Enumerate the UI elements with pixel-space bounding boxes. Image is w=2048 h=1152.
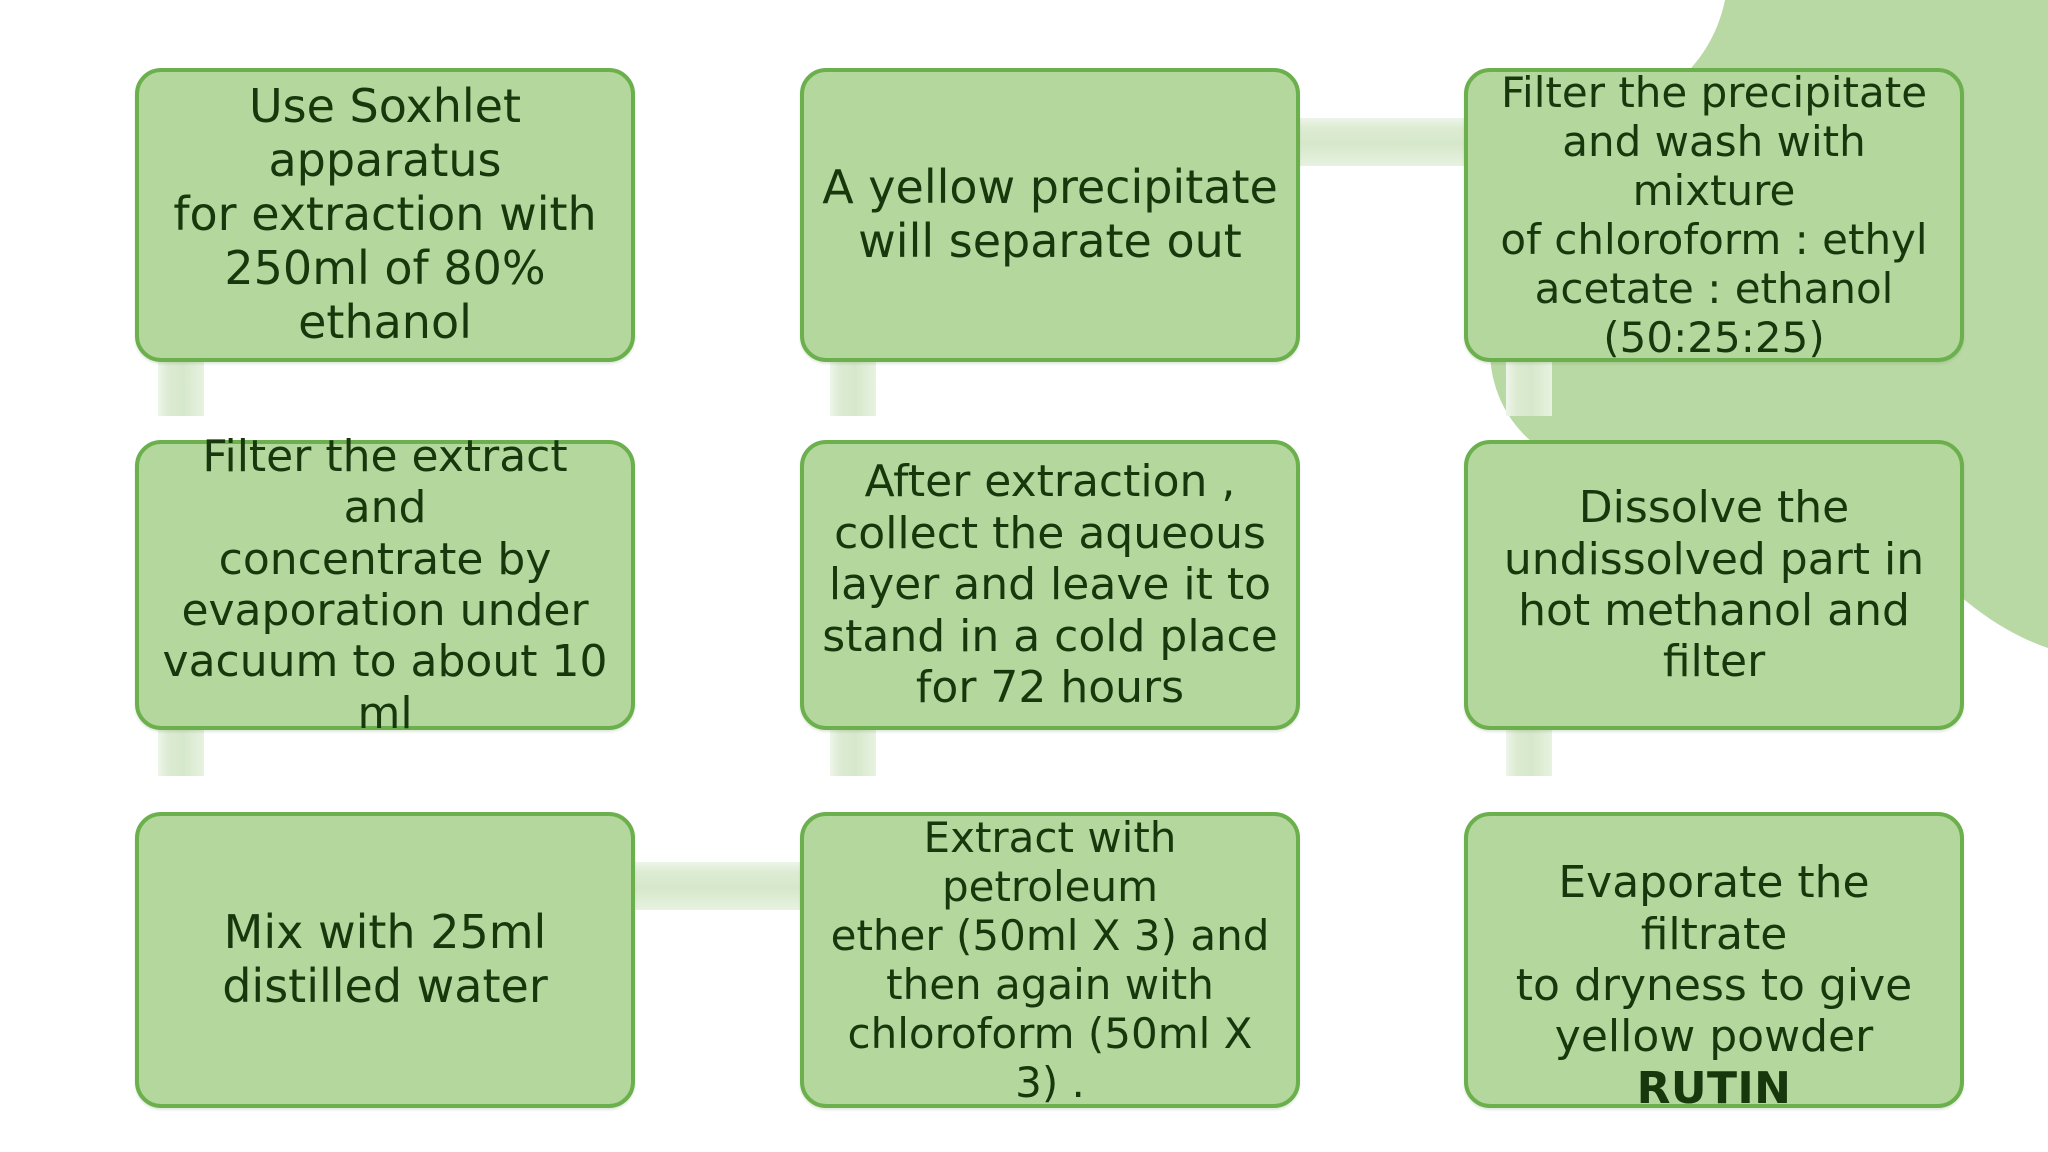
flow-node-dissolve-hot-methanol[interactable]: Dissolve the undissolved part in hot met… [1464,440,1964,730]
flow-node-product-name: RUTIN [1636,1062,1792,1114]
flow-node-after-extraction-aqueous-layer[interactable]: After extraction , collect the aqueous l… [800,440,1300,730]
flow-node-extract-petroleum-ether[interactable]: Extract with petroleum ether (50ml X 3) … [800,812,1300,1108]
flow-node-text: Use Soxhlet apparatus for extraction wit… [173,79,597,349]
flow-node-filter-precipitate-wash[interactable]: Filter the precipitate and wash with mix… [1464,68,1964,362]
flow-node-text: Filter the precipitate and wash with mix… [1500,67,1928,363]
flow-node-filter-and-concentrate[interactable]: Filter the extract and concentrate by ev… [135,431,635,739]
flow-node-yellow-precipitate[interactable]: A yellow precipitate will separate out [800,68,1300,362]
flow-node-text: After extraction , collect the aqueous l… [822,456,1278,714]
connector-n5-n6 [830,354,876,416]
flow-node-mix-distilled-water[interactable]: Mix with 25ml distilled water [135,812,635,1108]
flow-node-text: Mix with 25ml distilled water [222,905,548,1013]
flow-node-text: A yellow precipitate will separate out [822,160,1278,268]
connector-n3-n4 [622,862,812,910]
connector-n7-n8 [1506,354,1552,416]
flow-node-use-soxhlet-apparatus[interactable]: Use Soxhlet apparatus for extraction wit… [135,68,635,362]
flow-node-text: Extract with petroleum ether (50ml X 3) … [830,812,1270,1108]
flow-node-evaporate-filtrate-rutin[interactable]: Evaporate the filtrate to dryness to giv… [1464,812,1964,1114]
flow-node-text: Evaporate the filtrate to dryness to giv… [1484,806,1944,1115]
flow-node-text-lead: Evaporate the filtrate to dryness to giv… [1515,857,1913,1063]
connector-n1-n2 [158,354,204,416]
connector-n6-n7 [1294,118,1484,166]
flow-node-text: Filter the extract and concentrate by ev… [162,430,608,739]
flow-node-text: Dissolve the undissolved part in hot met… [1503,482,1925,688]
